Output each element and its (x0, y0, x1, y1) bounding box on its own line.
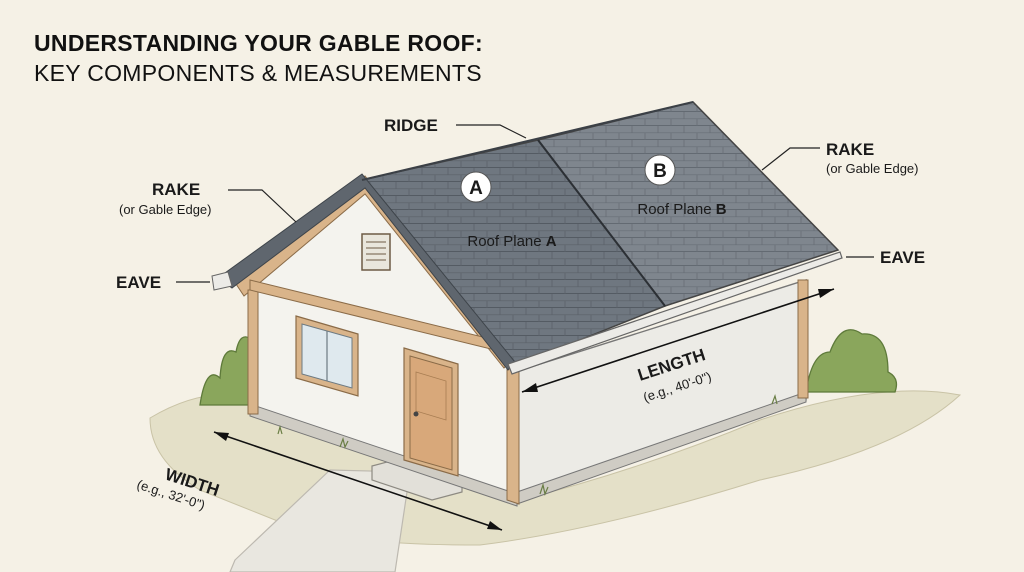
side-corner-trim (797, 279, 809, 399)
ridge-line (361, 101, 694, 181)
rake-left-sublabel: (or Gable Edge) (119, 202, 212, 217)
rake-left-leader-line (228, 189, 297, 223)
left-shrub (199, 336, 253, 406)
plane-b-label: Roof Plane B (637, 201, 726, 218)
ridge-leader-line (456, 124, 527, 139)
length-dimension (521, 288, 835, 393)
front-door (403, 347, 459, 477)
front-fascia-trim (235, 175, 513, 369)
rake-right-sublabel: (or Gable Edge) (826, 161, 919, 176)
gable-vent-icon (361, 233, 391, 271)
gutter (507, 251, 843, 375)
eave-right-label: EAVE (880, 248, 925, 267)
diagram-subtitle: KEY COMPONENTS & MEASUREMENTS (34, 60, 482, 86)
roof-plane-divider (537, 139, 666, 307)
plane-a-letter: A (469, 178, 483, 199)
rake-right-label: RAKE (826, 140, 874, 159)
diagram-title: UNDERSTANDING YOUR GABLE ROOF: (34, 30, 483, 56)
eave-left-label: EAVE (116, 273, 161, 292)
rake-right-leader-line (761, 147, 820, 171)
front-window (295, 315, 359, 397)
width-dimension (213, 431, 503, 531)
left-gutter (211, 271, 233, 291)
left-corner-trim (247, 289, 259, 415)
grass-tufts (277, 393, 778, 496)
walkway (229, 469, 411, 572)
right-corner-trim (506, 365, 520, 505)
plane-b-letter: B (653, 161, 667, 182)
plane-b-marker: B (644, 154, 676, 186)
front-rake-shingles (217, 173, 516, 371)
plane-a-label: Roof Plane A (467, 233, 556, 250)
ridge-label: RIDGE (384, 116, 438, 135)
right-shrub (805, 329, 898, 393)
plane-a-marker: A (460, 171, 492, 203)
rake-left-label: RAKE (152, 180, 200, 199)
